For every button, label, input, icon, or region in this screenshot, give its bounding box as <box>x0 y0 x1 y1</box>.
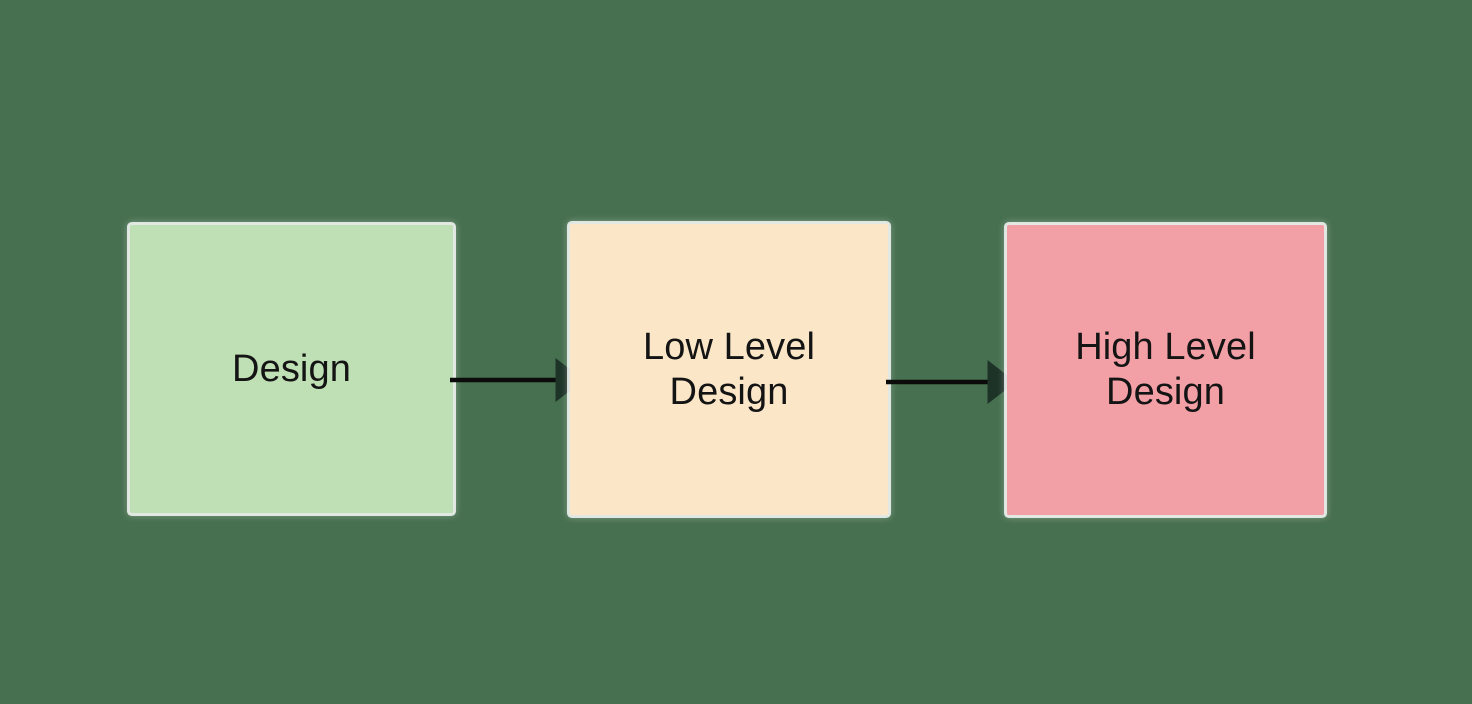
flow-node-high-level-design[interactable]: High Level Design <box>1007 225 1324 515</box>
flow-node-low-level-design-label: Low Level Design <box>642 325 815 413</box>
arrowhead-icon <box>555 357 584 403</box>
flow-node-design[interactable]: Design <box>130 225 453 513</box>
connector-low-level-design-to-high-level-design[interactable] <box>886 358 1018 406</box>
connector-design-to-low-level-design[interactable] <box>450 356 586 404</box>
flow-node-low-level-design[interactable]: Low Level Design <box>570 224 888 515</box>
flow-node-design-label: Design <box>232 347 351 390</box>
flow-node-high-level-design-label: High Level Design <box>1075 326 1256 413</box>
arrowhead-icon <box>987 359 1016 405</box>
